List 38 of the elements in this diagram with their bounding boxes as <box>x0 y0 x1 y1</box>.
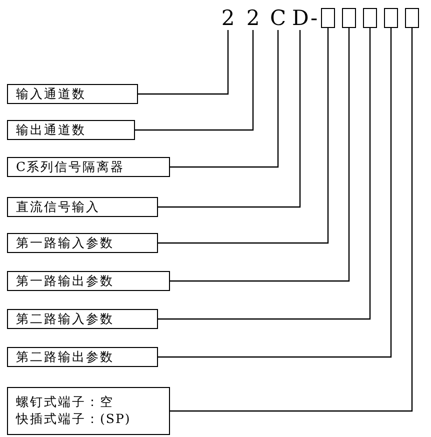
connector-line <box>158 28 371 320</box>
label-box <box>7 197 158 217</box>
label-text: 螺钉式端子：空 <box>16 394 115 411</box>
connector-line <box>138 30 229 95</box>
separator-text: - <box>309 6 319 30</box>
label-box <box>7 309 158 329</box>
connector-line <box>170 28 350 282</box>
connector-line <box>170 28 413 412</box>
label-text: 第一路输入参数 <box>16 234 115 252</box>
label-box <box>7 347 158 367</box>
empty-code-box <box>384 8 398 28</box>
label-text: 输出通道数 <box>16 122 87 138</box>
label-text: 快插式端子：(SP) <box>16 411 132 428</box>
empty-code-box <box>321 8 335 28</box>
code-character: D <box>292 6 308 30</box>
label-box <box>7 84 138 104</box>
label-box <box>7 233 158 253</box>
code-character: 2 <box>245 6 261 30</box>
label-text: C系列信号隔离器 <box>16 158 126 176</box>
label-text: 直流信号输入 <box>16 198 101 216</box>
label-text: 第二路输入参数 <box>16 310 115 328</box>
label-text: 第一路输出参数 <box>16 272 115 290</box>
label-box <box>7 120 135 140</box>
label-box <box>7 387 170 435</box>
connector-line <box>158 30 301 208</box>
connector-line <box>170 30 279 168</box>
connector-line <box>158 28 392 358</box>
label-text: 第二路输出参数 <box>16 348 115 366</box>
connector-line <box>158 28 329 244</box>
code-character: 2 <box>220 6 236 30</box>
empty-code-box <box>342 8 356 28</box>
code-character: C <box>270 6 286 30</box>
empty-code-box <box>405 8 419 28</box>
connector-line <box>135 30 254 131</box>
label-text: 输入通道数 <box>16 86 87 102</box>
label-box <box>7 271 170 291</box>
label-box <box>7 157 170 177</box>
empty-code-box <box>363 8 377 28</box>
